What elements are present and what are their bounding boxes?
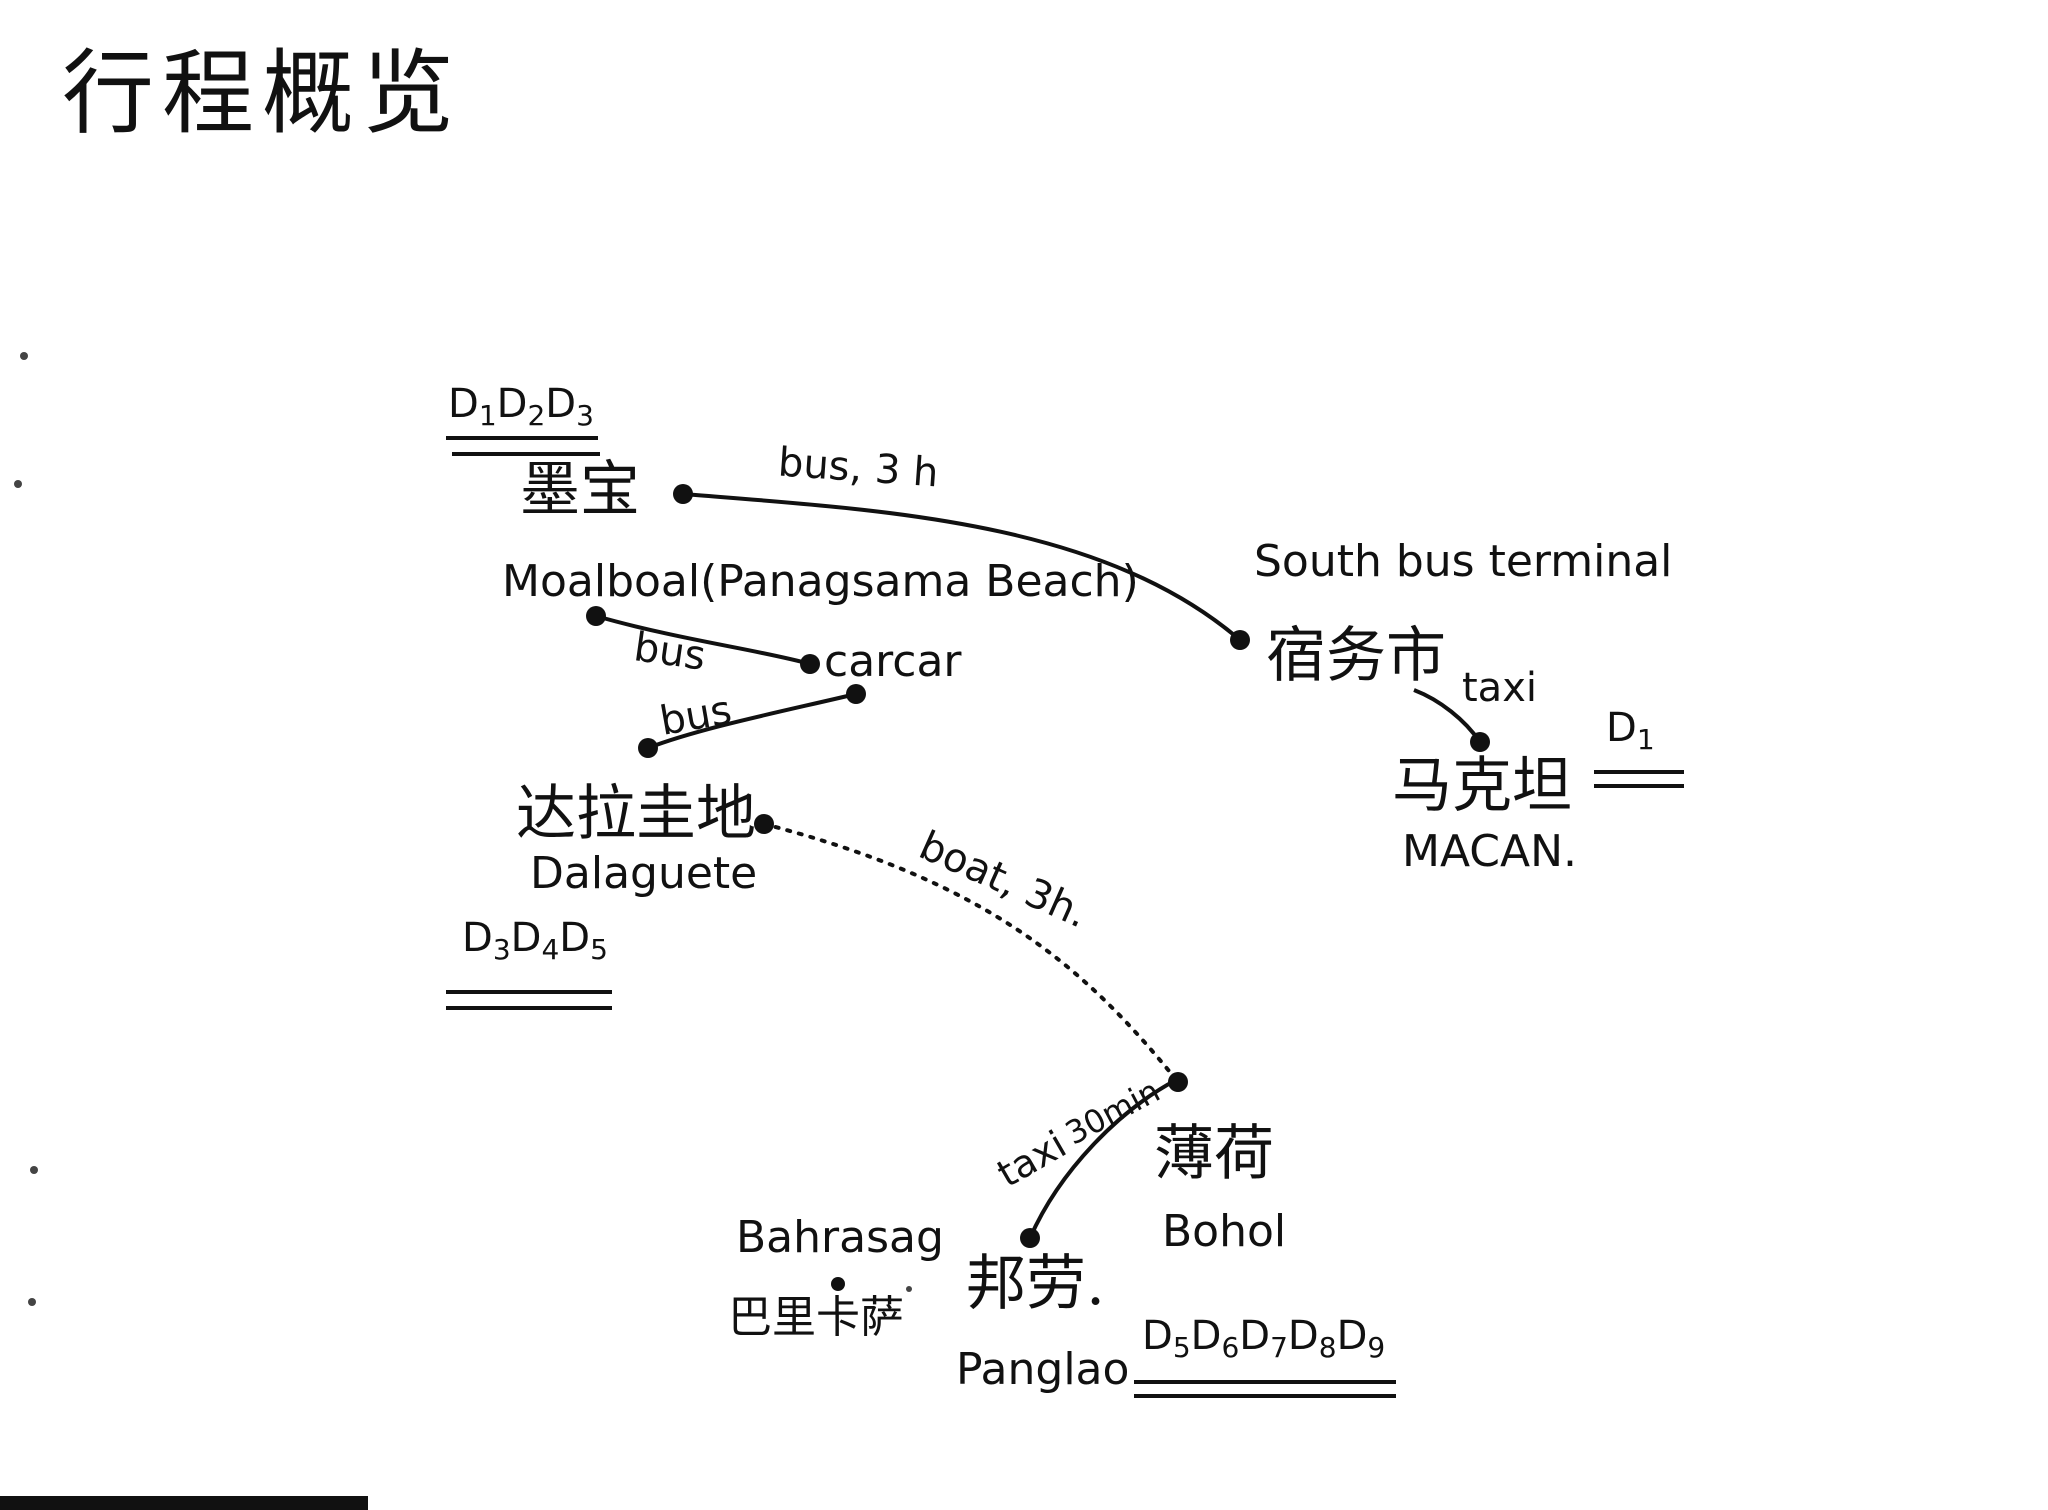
carcar-label: carcar xyxy=(824,636,962,687)
panglao-en-label: Panglao xyxy=(956,1344,1130,1395)
south-bus-terminal-label: South bus terminal xyxy=(1254,536,1673,587)
carcar-south-node xyxy=(846,684,866,704)
panglao-zh-label: 邦劳. xyxy=(966,1249,1106,1319)
bohol-zh-label: 薄荷 xyxy=(1154,1119,1274,1189)
route-bohol-panglao xyxy=(1028,1078,1177,1239)
paper-speck xyxy=(20,352,28,360)
paper-speck xyxy=(906,1286,912,1292)
route-moalboal-cebu xyxy=(682,492,1242,642)
route-carcar-dalaguete xyxy=(647,692,857,750)
bohol-days-underline xyxy=(1134,1380,1396,1384)
moalboal-days-underline-2 xyxy=(452,452,600,456)
bohol-days-underline-2 xyxy=(1134,1394,1396,1398)
moalboal-node xyxy=(673,484,693,504)
bohol-days-label: D5D6D7D8D9 xyxy=(1142,1313,1386,1364)
mactan-en-label: MACAN. xyxy=(1402,826,1578,877)
dalaguete-days-underline xyxy=(446,990,612,994)
mactan-days-underline-2 xyxy=(1594,784,1684,788)
page-title: 行程概览 xyxy=(62,40,463,147)
moalboal-zh-label: 墨宝 xyxy=(520,455,640,525)
dalaguete-days-underline-2 xyxy=(446,1006,612,1010)
balicasag-node xyxy=(831,1277,845,1291)
moalboal-south-node xyxy=(586,606,606,626)
balicasag-zh-label: 巴里卡萨 xyxy=(728,1292,904,1343)
balicasag-en-label: Bahrasag xyxy=(736,1212,944,1263)
moalboal-days-underline xyxy=(446,436,598,440)
bohol-node xyxy=(1168,1072,1188,1092)
dalaguete-en-label: Dalaguete xyxy=(530,848,758,899)
scan-edge-bar xyxy=(0,1496,368,1510)
route-dalaguete-bohol xyxy=(762,822,1180,1084)
moalboal-days-label: D1D2D3 xyxy=(448,381,594,432)
mactan-days-label: D1 xyxy=(1606,705,1655,756)
route-moalboal-carcar xyxy=(595,614,811,666)
bohol-en-label: Bohol xyxy=(1162,1206,1287,1257)
mactan-days-underline xyxy=(1594,770,1684,774)
dalaguete-node xyxy=(638,738,658,758)
paper-speck xyxy=(28,1298,36,1306)
carcar-node xyxy=(800,654,820,674)
paper-speck xyxy=(14,480,22,488)
mactan-node xyxy=(1470,732,1490,752)
cebu-city-zh-label: 宿务市 xyxy=(1266,621,1446,691)
route-label-cebu-mactan: taxi xyxy=(1462,665,1537,711)
panglao-node xyxy=(1020,1228,1040,1248)
mactan-zh-label: 马克坦 xyxy=(1392,751,1572,821)
route-label-moalboal-carcar: bus xyxy=(631,624,709,680)
dalaguete-zh-label: 达拉圭地 xyxy=(516,779,756,849)
route-label-moalboal-cebu: bus, 3 h xyxy=(776,439,940,497)
dalaguete-port-node xyxy=(754,814,774,834)
moalboal-en-label: Moalboal(Panagsama Beach) xyxy=(502,556,1139,607)
dalaguete-days-label: D3D4D5 xyxy=(462,915,608,966)
paper-speck xyxy=(30,1166,38,1174)
route-label-carcar-dalaguete: bus xyxy=(656,687,736,745)
south-bus-terminal-node xyxy=(1230,630,1250,650)
